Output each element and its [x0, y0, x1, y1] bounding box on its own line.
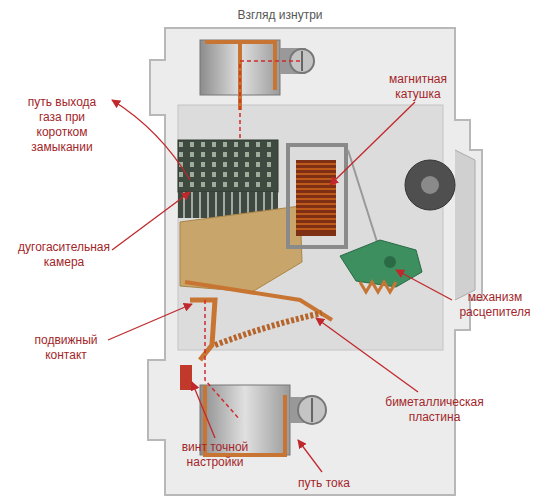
part-label: магнитная катушка [378, 72, 458, 102]
title: Взгляд изнутри [180, 8, 380, 22]
coil-frame [288, 145, 346, 247]
part-label: путь тока [284, 476, 364, 491]
housing [148, 28, 482, 495]
top-terminal [200, 40, 314, 110]
part-label: дугогасительная камера [8, 240, 120, 270]
fixed-contact [180, 365, 192, 390]
housing-cavity [178, 105, 443, 350]
part-label: подвижный контакт [18, 333, 114, 363]
lever-pivot [384, 256, 396, 268]
part-label: винт точной настройки [178, 440, 252, 470]
current-path [205, 61, 300, 420]
current-parts [180, 282, 332, 390]
coil-winding [296, 160, 336, 236]
insulating-paper [180, 206, 302, 292]
leader-line [396, 270, 452, 300]
return-spring [348, 150, 378, 245]
arc-chute [178, 140, 278, 218]
screw-slot [301, 51, 303, 71]
trip-spring [360, 282, 396, 292]
moving-contact [190, 300, 215, 360]
leader-line [316, 318, 418, 392]
leader-line [108, 304, 192, 340]
braided-wire [215, 313, 322, 345]
screw-head [298, 396, 326, 424]
green-lever [340, 240, 422, 287]
screw-slot [311, 398, 313, 422]
leader-line [192, 382, 215, 438]
trip-mechanism [340, 160, 455, 292]
leader-line [112, 192, 190, 250]
part-label: механизм расцепителя [445, 290, 545, 320]
gear-hub [421, 176, 439, 194]
screw-head [290, 49, 314, 73]
part-label: биметаллическая пластина [372, 395, 497, 425]
coil-turns [296, 164, 336, 229]
arc-chute-grid [178, 140, 278, 192]
leader-line [112, 100, 190, 180]
leader-line [298, 440, 322, 472]
handle-gear [405, 160, 455, 210]
leader-line [330, 102, 415, 185]
din-clip [455, 150, 475, 300]
leader-lines [108, 100, 452, 472]
housing-body [148, 28, 482, 495]
magnetic-coil [288, 145, 378, 247]
part-label: путь выхода газа при коротком замыкании [22, 95, 102, 155]
